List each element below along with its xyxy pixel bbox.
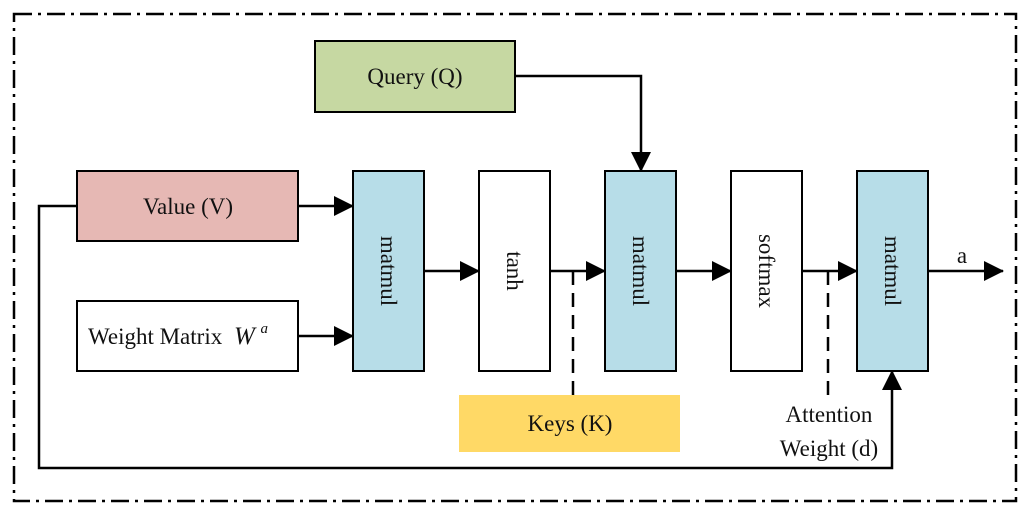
tanh-label: tanh [502,251,527,291]
outer-frame [12,12,1018,503]
keys-label: Keys (K) [528,411,613,436]
attention-label-line1: Attention [786,402,873,427]
weight-matrix-superscript: a [261,321,269,337]
weight-matrix-label: Weight Matrix W a [88,321,268,350]
softmax-label: softmax [754,234,779,309]
matmul-2-box [604,170,677,372]
matmul-2-label: matmul [628,236,653,306]
value-box [76,170,299,242]
weight-matrix-symbol: W [234,323,257,350]
matmul-1-label: matmul [376,236,401,306]
matmul-3-label: matmul [880,236,905,306]
value-label: Value (V) [143,194,233,219]
output-label: a [957,243,967,268]
keys-box [459,395,680,452]
weight-matrix-text: Weight Matrix [88,324,223,349]
value-bypass-arrow [37,204,902,470]
query-to-matmul2-arrow [515,74,651,172]
weight-matrix-box [76,300,299,372]
attention-label-line2: Weight (d) [780,436,878,461]
query-label: Query (Q) [367,64,462,89]
